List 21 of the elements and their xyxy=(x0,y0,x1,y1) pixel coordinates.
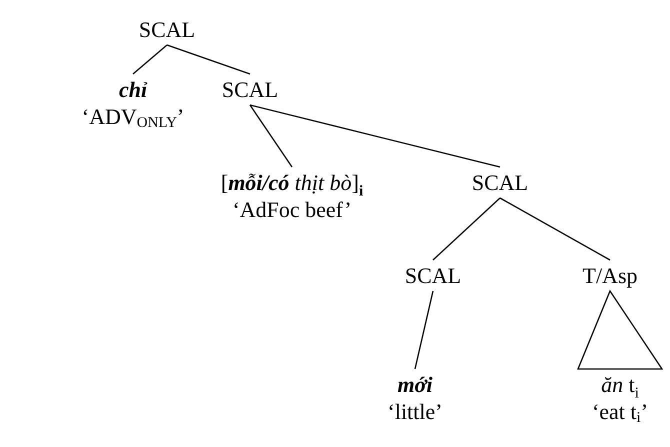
gloss-label: ‘AdFoc beef’ xyxy=(231,196,353,223)
gloss-label: ‘ADV$_{ONLY}$’ xyxy=(82,103,184,130)
branch-line xyxy=(132,44,168,74)
gloss-label: ‘little’ xyxy=(388,398,442,425)
category-label: SCAL xyxy=(138,16,196,43)
triangle-branch xyxy=(577,290,664,370)
word-label: chỉ xyxy=(118,76,148,103)
gloss-label: ‘eat t$_{i}$’ xyxy=(592,398,648,425)
word-label: [mỗi/có thịt bò]$_{i}$ xyxy=(220,169,364,196)
branch-line xyxy=(249,104,293,168)
branch-line xyxy=(166,44,250,75)
category-label: SCAL xyxy=(222,76,278,103)
branch-line xyxy=(500,197,610,261)
category-label: SCAL xyxy=(404,262,462,289)
word-label: ăn t$_{i}$ xyxy=(600,371,640,398)
category-label: SCAL xyxy=(472,169,528,196)
branch-line xyxy=(432,198,500,260)
branch-line xyxy=(250,104,500,168)
category-label: T/Asp xyxy=(582,262,638,289)
branch-line xyxy=(414,290,434,370)
word-label: mới xyxy=(396,371,434,398)
